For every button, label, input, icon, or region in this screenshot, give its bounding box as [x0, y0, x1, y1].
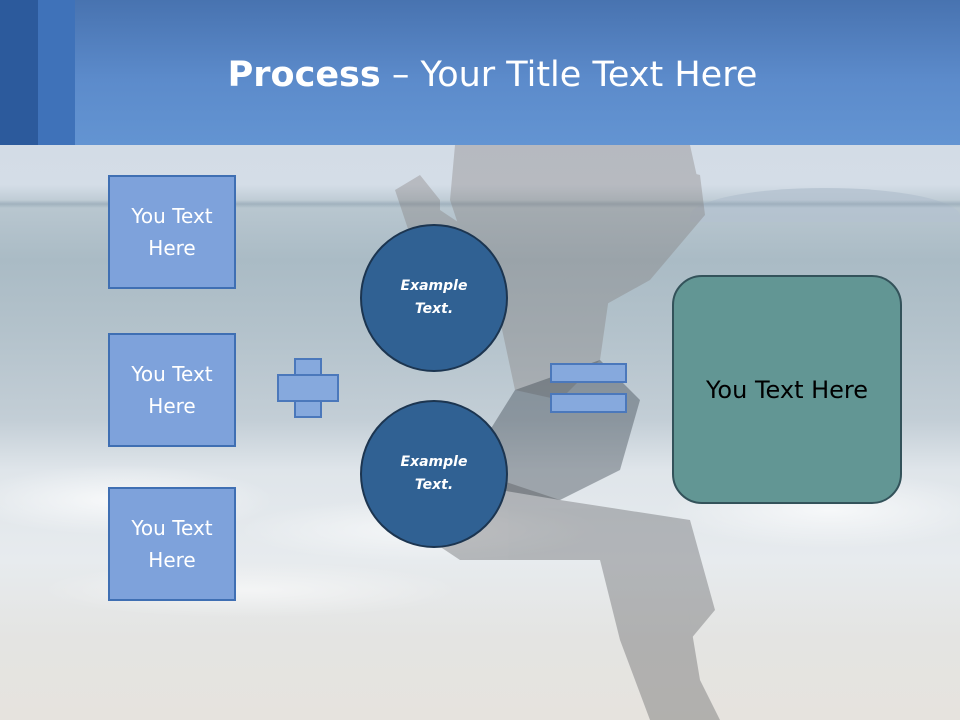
plus-icon-core: [296, 376, 320, 400]
text-box-3[interactable]: You Text Here: [108, 487, 236, 601]
example-circle-1[interactable]: Example Text.: [360, 224, 508, 372]
example-circle-1-label: Example Text.: [400, 278, 468, 317]
background-horizon: [0, 200, 960, 208]
title-bold: Process: [227, 55, 381, 95]
text-box-1-label: You Text Here: [131, 204, 213, 260]
text-box-1[interactable]: You Text Here: [108, 175, 236, 289]
equals-icon-bottom-bar: [550, 393, 627, 413]
example-circle-2[interactable]: Example Text.: [360, 400, 508, 548]
header-accent-dark: [0, 0, 38, 145]
equals-icon-top-bar: [550, 363, 627, 383]
text-box-3-label: You Text Here: [131, 516, 213, 572]
text-box-2[interactable]: You Text Here: [108, 333, 236, 447]
title-rest: – Your Title Text Here: [380, 55, 758, 95]
result-box-label: You Text Here: [705, 375, 869, 404]
example-circle-2-label: Example Text.: [400, 454, 468, 493]
slide-title[interactable]: Process – Your Title Text Here: [75, 52, 910, 98]
header-accent-light: [38, 0, 75, 145]
text-box-2-label: You Text Here: [131, 362, 213, 418]
title-bar: Process – Your Title Text Here: [0, 0, 960, 145]
result-box[interactable]: You Text Here: [672, 275, 902, 504]
